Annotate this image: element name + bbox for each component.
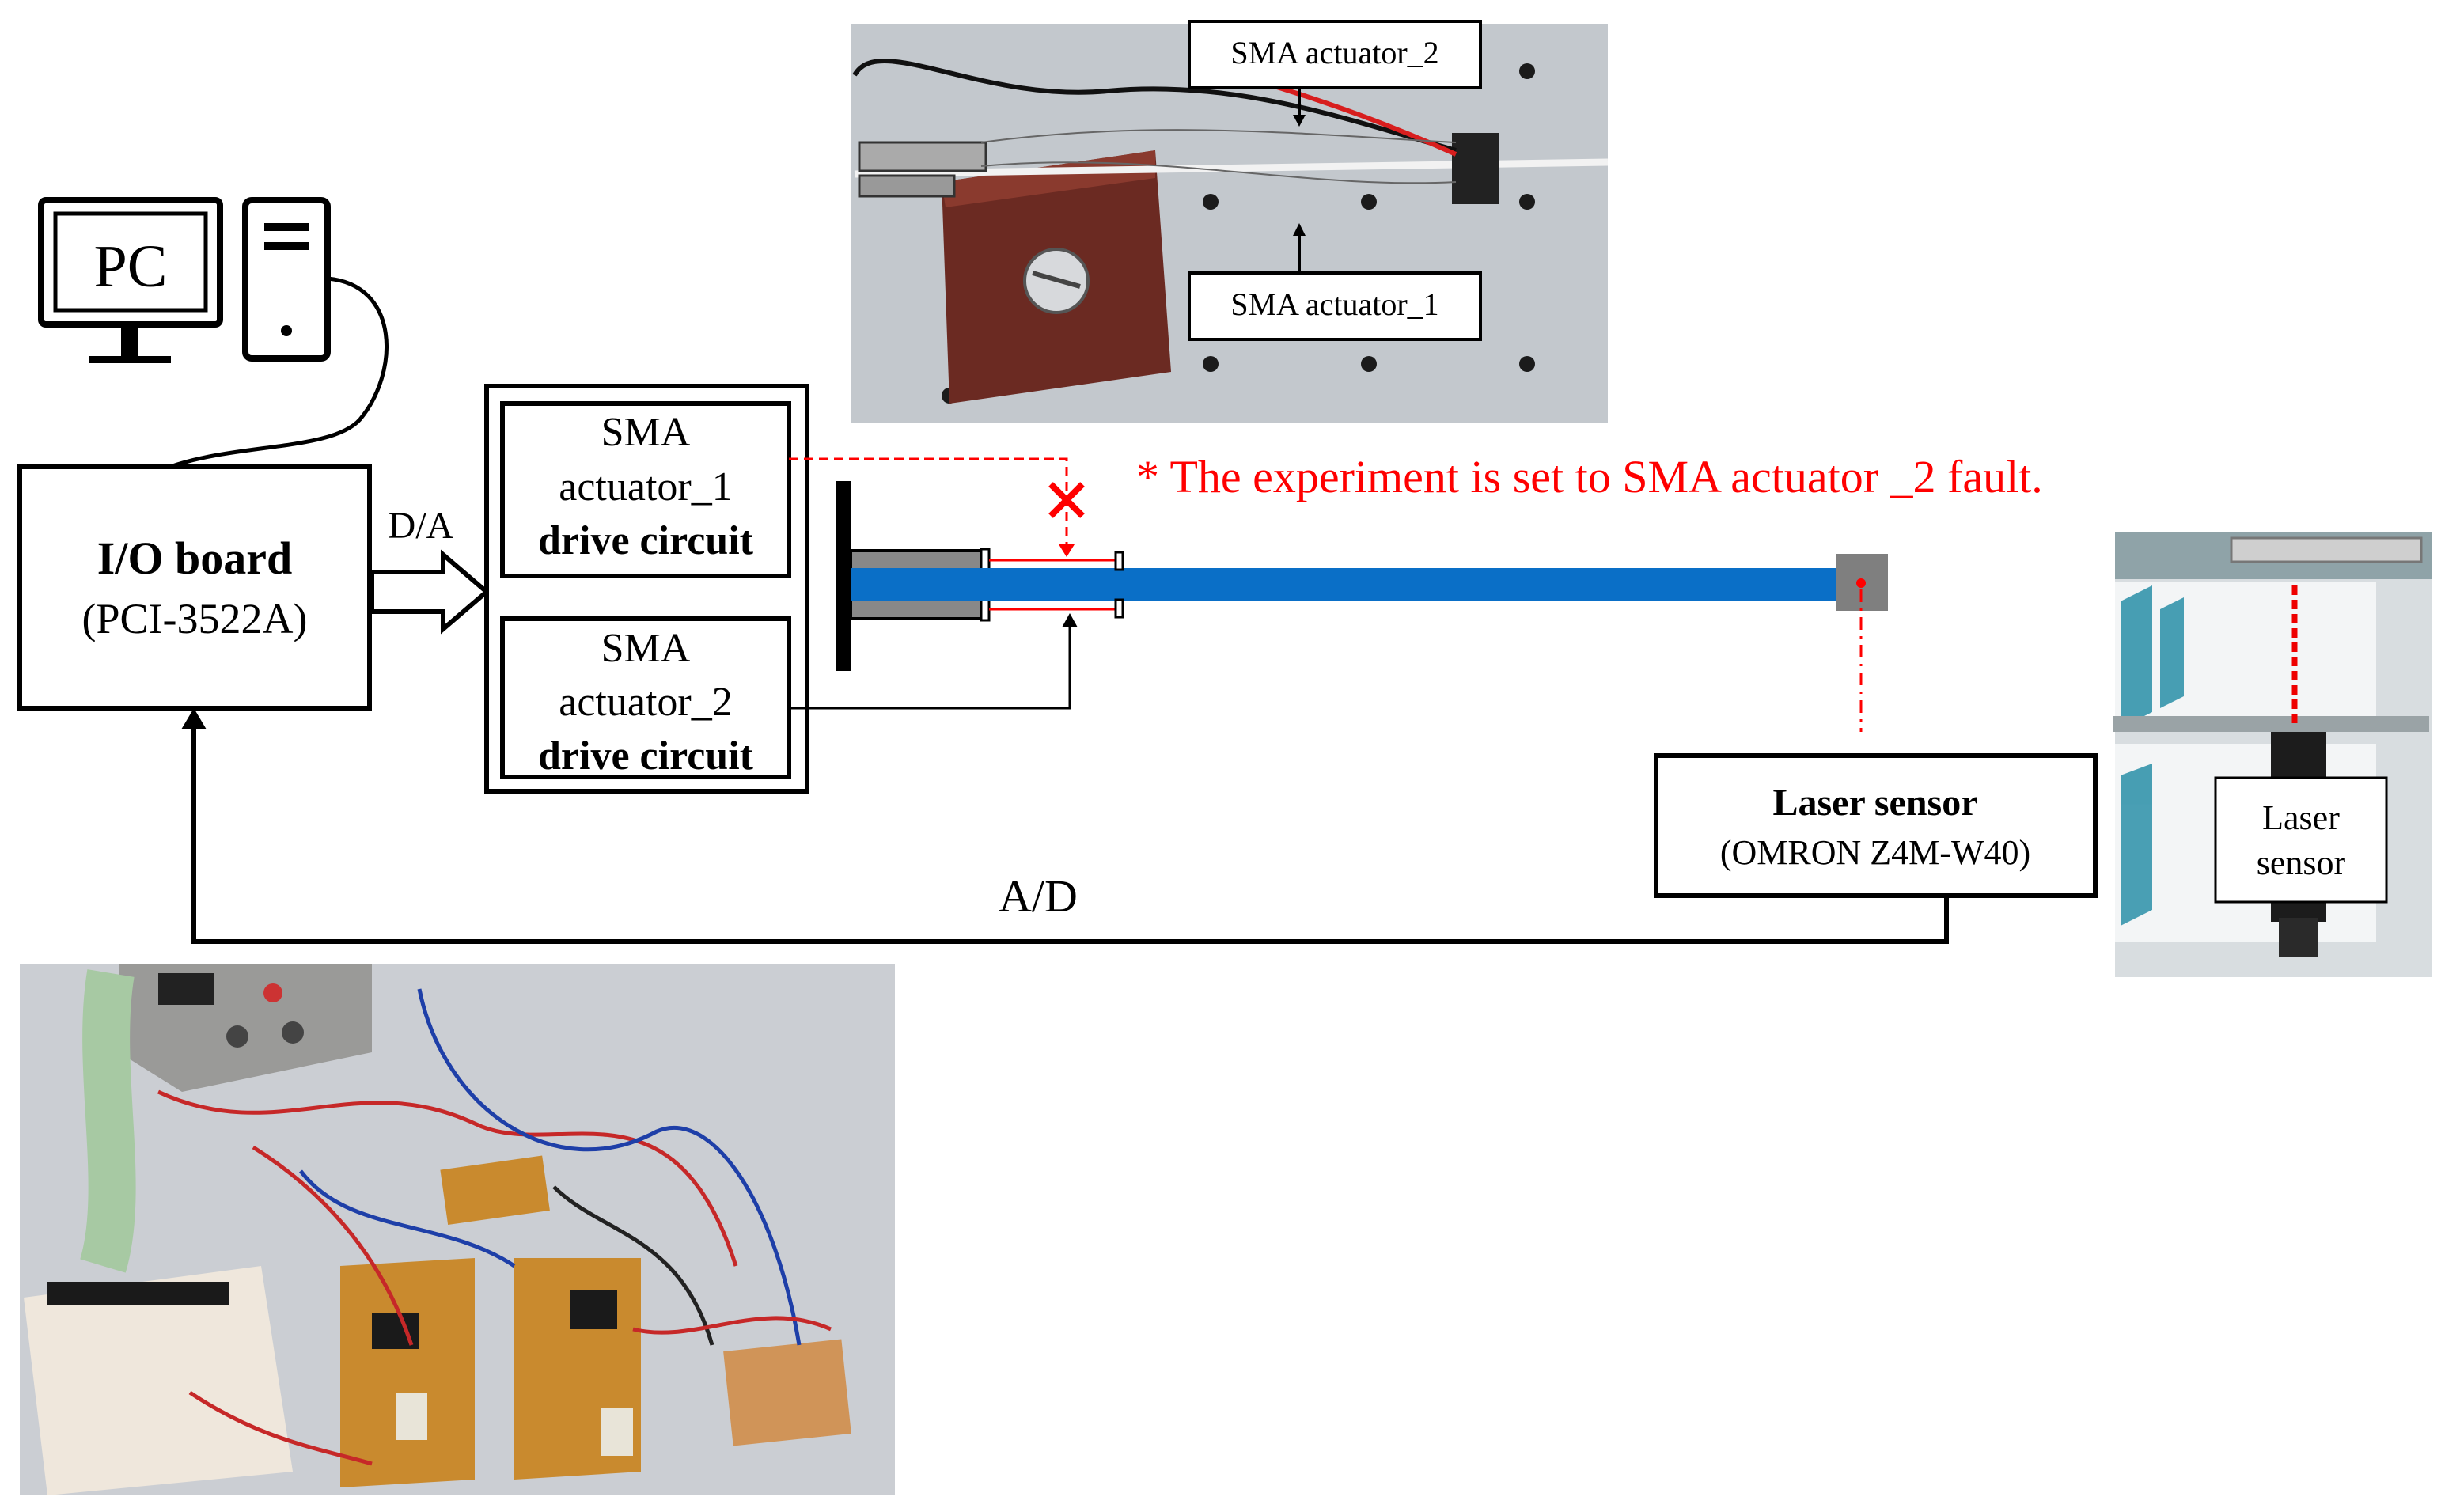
photo-laser-label-line2: sensor	[2257, 843, 2346, 882]
clamp-cap-upper	[980, 548, 991, 573]
drive-circuit-1-box	[500, 401, 791, 578]
drive-1-connection	[789, 457, 1068, 548]
clamp-upper	[849, 549, 987, 571]
pc-label: PC	[94, 233, 168, 300]
drive-2-line3: drive circuit	[538, 733, 754, 779]
wire-anchor-lower	[1114, 598, 1124, 619]
fault-x-icon	[1048, 482, 1085, 518]
laser-sensor-title: Laser sensor	[1772, 782, 1977, 824]
photo-sma-actuators	[851, 24, 1609, 423]
laser-spot	[1856, 578, 1866, 588]
drive-1-line1: SMA	[601, 410, 691, 455]
clamp-lower	[849, 598, 987, 620]
photo-arrowhead-top	[1293, 115, 1306, 127]
ad-feedback-line	[191, 726, 1949, 944]
photo-label-top-box	[1188, 20, 1482, 89]
wide-arrow-icon	[370, 549, 491, 635]
drive-2-arrowhead	[1062, 613, 1078, 627]
pc-cable	[169, 276, 389, 469]
photo-laser-sensor	[2113, 532, 2432, 977]
ad-arrowhead	[181, 708, 207, 729]
drive-2-line1: SMA	[601, 626, 691, 671]
wall-mount	[836, 481, 851, 671]
io-board-box	[17, 464, 372, 711]
wire-anchor-upper	[1114, 551, 1124, 571]
photo-laser-label-line1: Laser	[2262, 798, 2340, 837]
photo-circuit-boards	[20, 964, 895, 1495]
clamp-cap-lower	[980, 597, 991, 622]
drive-1-arrowhead	[1059, 544, 1075, 557]
drive-2-connection	[789, 623, 1071, 710]
photo-label-bottom-box	[1188, 271, 1482, 341]
fault-note: * The experiment is set to SMA actuator …	[1136, 451, 2043, 502]
photo-label-top: SMA actuator_2	[1230, 35, 1438, 70]
drive-2-line2: actuator_2	[559, 680, 732, 725]
laser-sensor-box	[1654, 753, 2098, 898]
pc-monitor-icon	[38, 197, 223, 363]
drive-1-line3: drive circuit	[538, 518, 754, 563]
drive-circuit-2-box	[500, 616, 791, 779]
photo-label-bottom: SMA actuator_1	[1230, 286, 1438, 322]
photo-arrowhead-bottom	[1293, 223, 1306, 236]
drive-1-line2: actuator_1	[559, 464, 732, 510]
beam	[851, 568, 1836, 601]
laser-sensor-model: (OMRON Z4M-W40)	[1720, 833, 2030, 872]
ad-label: A/D	[999, 870, 1078, 922]
photo-laser-label-box	[2214, 776, 2388, 904]
pc-tower-icon	[242, 197, 331, 362]
da-label: D/A	[389, 505, 454, 547]
io-board-model: (PCI-3522A)	[82, 595, 308, 642]
io-board-title: I/O board	[97, 532, 293, 584]
